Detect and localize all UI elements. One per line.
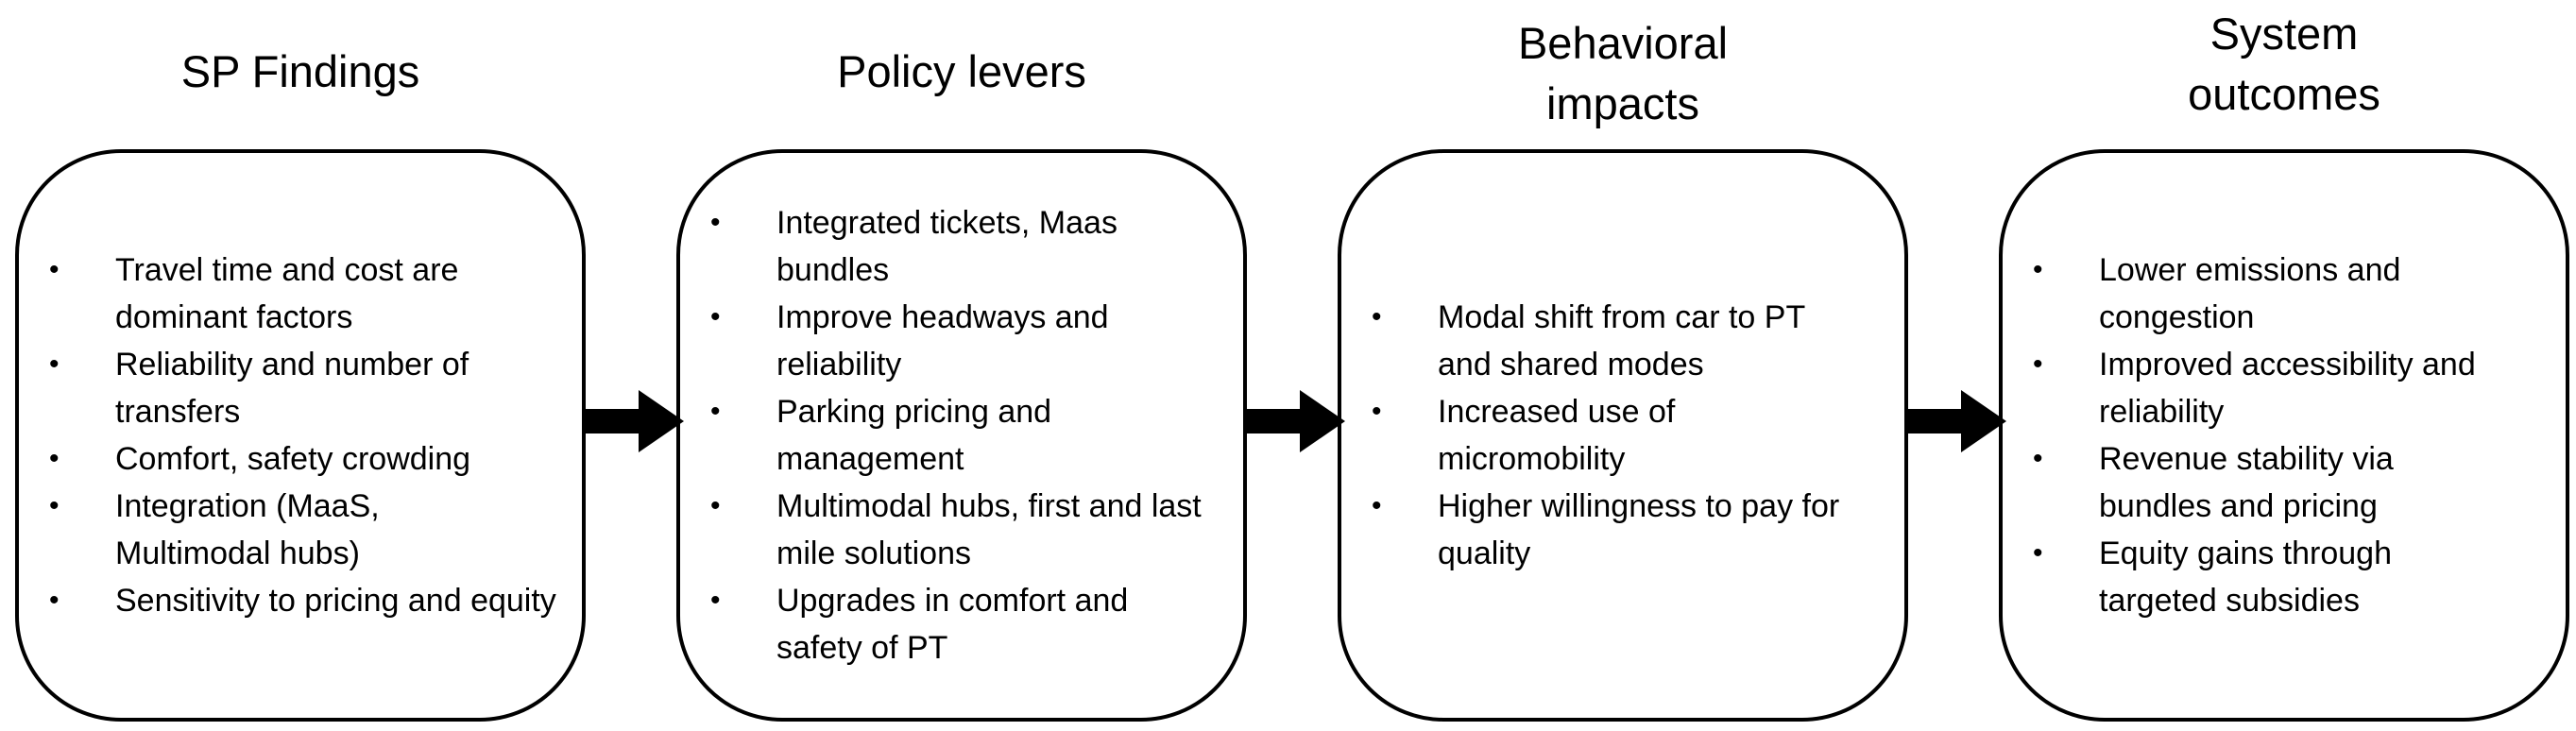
- column-title-sp-findings: SP Findings: [180, 46, 420, 96]
- list-item: • Travel time and cost are dominant facto…: [49, 246, 559, 341]
- list-item-text: Equity gains through targeted subsidies: [2099, 536, 2392, 619]
- list-item: • Upgrades in comfort and safety of PT: [710, 577, 1202, 672]
- list-item-text: Upgrades in comfort and safety of PT: [776, 583, 1129, 666]
- list-item-text: Multimodal hubs, first and last mile sol…: [776, 488, 1202, 571]
- column-title-behavioral-impacts: Behavioral impacts: [1517, 18, 1729, 128]
- bullet-icon: •: [1372, 301, 1382, 332]
- bullet-icon: •: [710, 585, 721, 616]
- column-title-system-outcomes: System outcomes: [2188, 8, 2380, 119]
- bullet-icon: •: [49, 254, 60, 285]
- list-item: • Improve headways and reliability: [710, 294, 1202, 388]
- bullet-icon: •: [49, 490, 60, 521]
- box-system-outcomes: • Lower emissions and congestion • Improve…: [1999, 149, 2569, 722]
- list-item: • Integration (MaaS, Multimodal hubs): [49, 483, 503, 577]
- box-policy-levers: • Integrated tickets, Maas bundles • Impro…: [676, 149, 1247, 722]
- list-item: • Higher willingness to pay for quality: [1372, 483, 1863, 577]
- list-item: • Sensitivity to pricing and equity: [49, 577, 559, 624]
- list-item: • Multimodal hubs, first and last mile so…: [710, 483, 1202, 577]
- bullet-icon: •: [710, 207, 721, 238]
- list-item: • Reliability and number of transfers: [49, 341, 559, 435]
- list-item-text: Integrated tickets, Maas bundles: [776, 205, 1117, 288]
- list-item-text: Modal shift from car to PT and shared mo…: [1438, 299, 1805, 382]
- bullet-icon: •: [2033, 254, 2043, 285]
- column-title-policy-levers: Policy levers: [837, 46, 1086, 96]
- list-item-text: Lower emissions and congestion: [2099, 252, 2401, 335]
- list-item: • Comfort, safety crowding: [49, 435, 559, 483]
- bullet-icon: •: [49, 348, 60, 380]
- list-item: • Improved accessibility and reliability: [2033, 341, 2533, 435]
- box-behavioral-impacts: • Modal shift from car to PT and shared m…: [1338, 149, 1908, 722]
- bullet-icon: •: [2033, 443, 2043, 474]
- list-item-text: Increased use of micromobility: [1438, 394, 1676, 477]
- column-behavioral-impacts: Behavioral impacts • Modal shift from car…: [1338, 0, 1908, 731]
- list-item-text: Improved accessibility and reliability: [2099, 347, 2476, 430]
- bullet-icon: •: [2033, 348, 2043, 380]
- list-item-text: Integration (MaaS, Multimodal hubs): [115, 488, 380, 571]
- list-sp-findings: • Travel time and cost are dominant facto…: [19, 246, 578, 624]
- list-system-outcomes: • Lower emissions and congestion • Improve…: [2003, 246, 2552, 624]
- arrow-shape: [1904, 390, 2006, 452]
- list-item: • Lower emissions and congestion: [2033, 246, 2515, 341]
- list-item-text: Reliability and number of transfers: [115, 347, 469, 430]
- arrow-right-icon: [1904, 390, 2006, 452]
- list-policy-levers: • Integrated tickets, Maas bundles • Impro…: [680, 199, 1220, 672]
- bullet-icon: •: [710, 490, 721, 521]
- column-system-outcomes: System outcomes • Lower emissions and con…: [1999, 0, 2569, 731]
- bullet-icon: •: [2033, 537, 2043, 569]
- bullet-icon: •: [49, 585, 60, 616]
- list-item: • Parking pricing and management: [710, 388, 1202, 483]
- list-item: • Increased use of micromobility: [1372, 388, 1853, 483]
- list-item-text: Sensitivity to pricing and equity: [115, 583, 556, 619]
- list-item: • Modal shift from car to PT and shared m…: [1372, 294, 1853, 388]
- arrow-right-icon: [1243, 390, 1345, 452]
- list-item-text: Travel time and cost are dominant factor…: [115, 252, 459, 335]
- list-item: • Equity gains through targeted subsidies: [2033, 530, 2515, 624]
- arrow-shape: [582, 390, 684, 452]
- box-sp-findings: • Travel time and cost are dominant facto…: [15, 149, 586, 722]
- bullet-icon: •: [710, 301, 721, 332]
- column-policy-levers: Policy levers • Integrated tickets, Maas …: [676, 0, 1247, 731]
- list-item-text: Improve headways and reliability: [776, 299, 1109, 382]
- list-item: • Integrated tickets, Maas bundles: [710, 199, 1202, 294]
- list-item-text: Parking pricing and management: [776, 394, 1052, 477]
- list-item: • Revenue stability via bundles and prici…: [2033, 435, 2515, 530]
- column-sp-findings: SP Findings • Travel time and cost are do…: [15, 0, 586, 731]
- bullet-icon: •: [49, 443, 60, 474]
- bullet-icon: •: [710, 396, 721, 427]
- list-item-text: Revenue stability via bundles and pricin…: [2099, 441, 2394, 524]
- list-behavioral-impacts: • Modal shift from car to PT and shared m…: [1341, 294, 1882, 577]
- bullet-icon: •: [1372, 396, 1382, 427]
- list-item-text: Comfort, safety crowding: [115, 441, 471, 477]
- arrow-right-icon: [582, 390, 684, 452]
- arrow-shape: [1243, 390, 1345, 452]
- list-item-text: Higher willingness to pay for quality: [1438, 488, 1840, 571]
- bullet-icon: •: [1372, 490, 1382, 521]
